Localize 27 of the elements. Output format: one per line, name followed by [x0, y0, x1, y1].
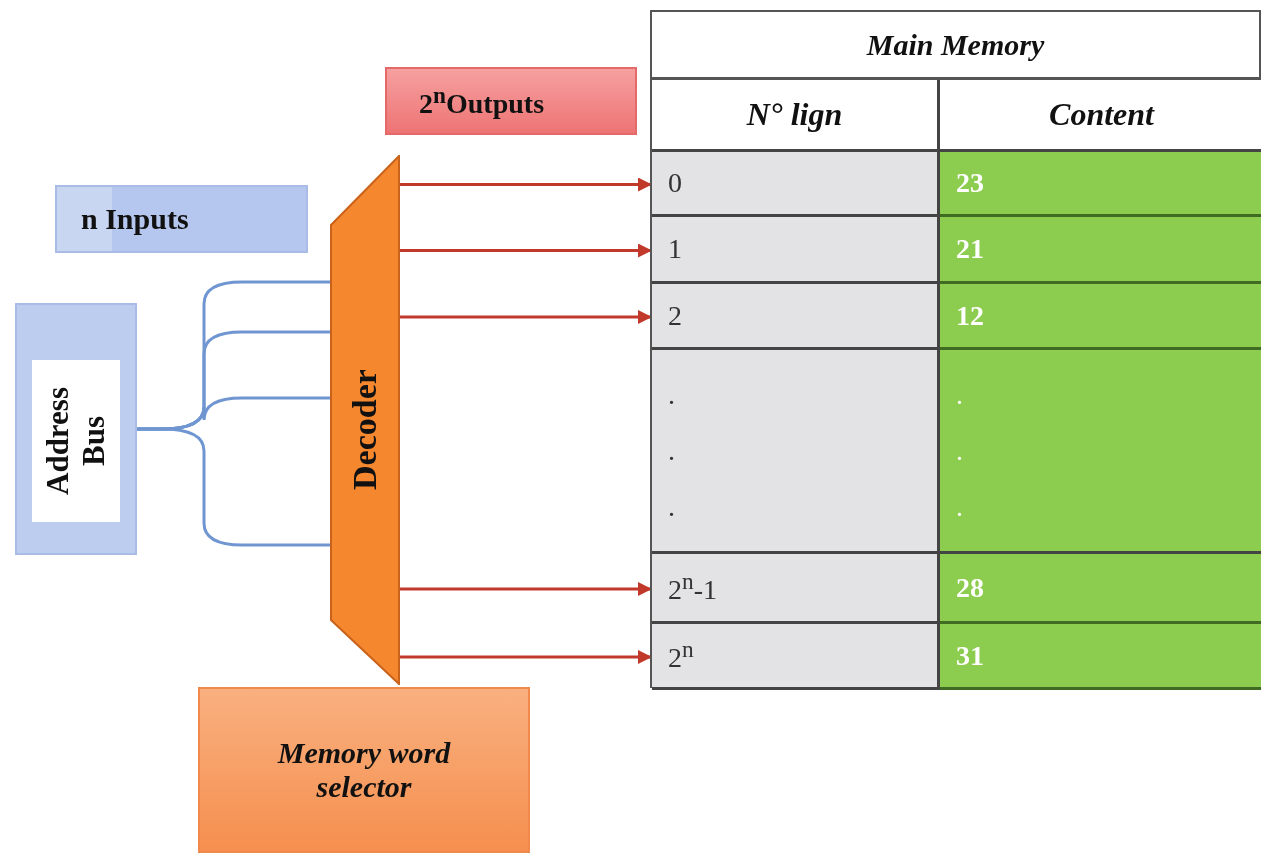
table-cell: 31	[940, 624, 1261, 690]
table-cell: 2$^{n}$-1	[652, 554, 940, 624]
arrow	[400, 243, 652, 258]
arrow	[400, 650, 652, 664]
table-cell: 28	[940, 554, 1261, 624]
table-cell: 2$^{n}$	[652, 624, 940, 690]
table-cell: 21	[940, 217, 1261, 284]
table-cell: 0	[652, 152, 940, 217]
arrow	[400, 177, 652, 192]
column-header: Content	[940, 80, 1261, 152]
bus-label: Address Bus	[32, 360, 120, 522]
decoder-label: Decoder	[345, 368, 384, 493]
label-box: n Inputs	[55, 185, 308, 253]
table-cell: . . .	[652, 350, 940, 554]
label-box: 2$^{n}$Outputs	[385, 67, 637, 135]
table-cell: 2	[652, 284, 940, 350]
table-cell: . . .	[940, 350, 1261, 554]
label-panel	[15, 303, 137, 555]
column-header: N° lign	[652, 80, 940, 152]
table-cell: 1	[652, 217, 940, 284]
arrow	[400, 310, 652, 324]
table-cell: 23	[940, 152, 1261, 217]
table-cell: 12	[940, 284, 1261, 350]
bus-line	[137, 427, 330, 547]
label-box: Memory word selector	[198, 687, 530, 853]
memory-table	[650, 10, 1261, 688]
arrow	[400, 582, 652, 596]
